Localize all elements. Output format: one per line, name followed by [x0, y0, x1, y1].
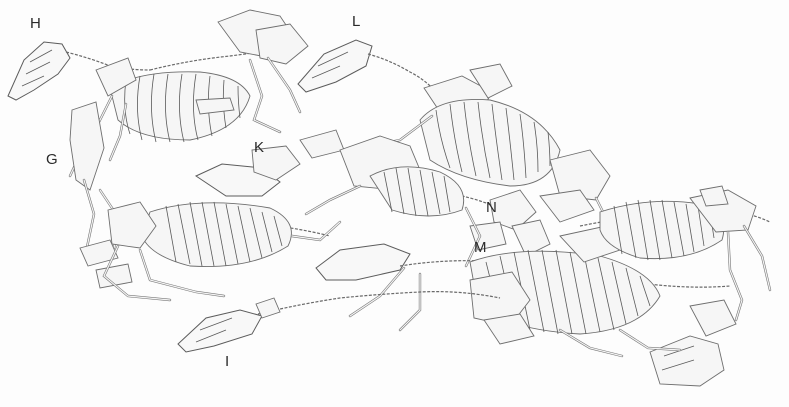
skull-h: [8, 42, 70, 100]
label-m: M: [474, 240, 487, 255]
ribcage-n: [370, 167, 464, 216]
label-h: H: [30, 16, 41, 31]
ribcage-k: [142, 202, 291, 267]
skeleton-g: [70, 102, 132, 288]
skull-m: [316, 244, 410, 280]
scapula-g: [70, 102, 104, 190]
label-g: G: [46, 152, 58, 167]
skeleton-i: [178, 292, 500, 352]
skeleton-k: [104, 130, 344, 300]
neck-i: [258, 292, 500, 314]
label-k: K: [254, 140, 264, 155]
skull-i: [178, 310, 262, 352]
skull-bottom-right: [650, 336, 724, 386]
label-n: N: [486, 200, 497, 215]
label-l: L: [352, 14, 360, 29]
label-i: I: [225, 354, 229, 369]
skull-l: [298, 40, 372, 92]
